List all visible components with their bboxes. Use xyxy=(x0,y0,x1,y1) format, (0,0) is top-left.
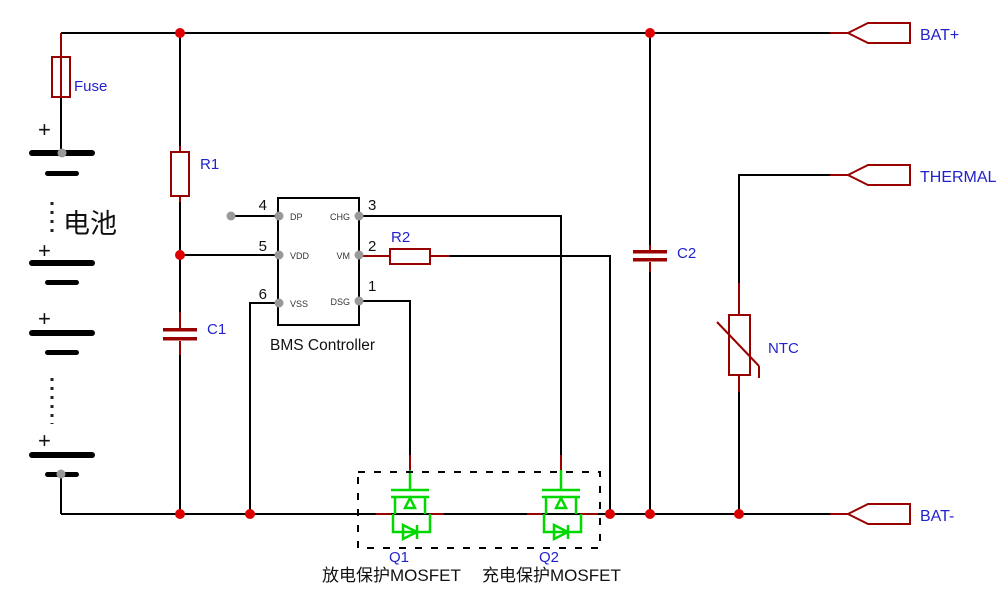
ic-body xyxy=(277,197,360,326)
c1-label: C1 xyxy=(207,321,226,338)
battery-cell3-short-plate xyxy=(45,350,79,355)
ic-name-label: BMS Controller xyxy=(270,337,375,354)
junction-dot xyxy=(645,509,655,519)
ntc-label: NTC xyxy=(768,340,799,357)
mosfet-q2 xyxy=(542,470,583,542)
fuse-symbol: Fuse xyxy=(51,56,107,98)
thermal-label: THERMAL xyxy=(920,169,997,186)
red-wire-segments xyxy=(60,32,848,515)
junction-dot xyxy=(245,509,255,519)
mosfet-q1 xyxy=(391,470,432,542)
fuse-body xyxy=(51,56,71,98)
pin-name-vm: VM xyxy=(337,251,351,261)
q1-body-diode-loop xyxy=(391,514,432,534)
junction-dot xyxy=(645,28,655,38)
r1-body xyxy=(170,151,190,197)
wire-vm-net xyxy=(450,255,611,514)
pin-name-chg: CHG xyxy=(330,212,350,222)
junction-dot xyxy=(175,250,185,260)
pin-number-2: 1 xyxy=(368,278,376,295)
junction-dot xyxy=(605,509,615,519)
battery-plus-sign: + xyxy=(38,306,51,331)
q1-body-arrow xyxy=(402,495,418,510)
ic-pin-chg-dot xyxy=(354,211,364,221)
battery-cell1-short-plate xyxy=(45,171,79,176)
wire-thermal-to-ntc xyxy=(738,174,830,283)
pin-name-vss: VSS xyxy=(290,299,308,309)
battery-cell2-long-plate xyxy=(29,260,95,266)
battery-plus-sign: + xyxy=(38,117,51,142)
battery-cell4-long-plate xyxy=(29,452,95,458)
r1-label: R1 xyxy=(200,156,219,173)
capacitor-c2: C2 xyxy=(633,245,696,262)
bat-minus-label: BAT- xyxy=(920,508,954,525)
bat-plus-connector xyxy=(845,22,911,44)
battery-cell3-long-plate xyxy=(29,330,95,336)
ic-pin-vss-dot xyxy=(274,298,284,308)
mosfet-dashed-box xyxy=(357,471,601,549)
ic-pin-dp-dot xyxy=(274,211,284,221)
junction-dot xyxy=(175,509,185,519)
bat-plus-label: BAT+ xyxy=(920,27,959,44)
caption-discharge-mosfet: 放电保护MOSFET xyxy=(322,566,461,585)
pin-number-3: 3 xyxy=(368,197,376,214)
r2-body xyxy=(389,248,431,265)
junction-dot xyxy=(734,509,744,519)
bat-minus-connector xyxy=(845,503,911,525)
battery-negative-terminal-dot xyxy=(56,469,66,479)
c2-label: C2 xyxy=(677,245,696,262)
resistor-r2: R2 xyxy=(389,229,431,265)
wire-dsg-to-q1-gate xyxy=(359,300,411,455)
pin-number-5: 5 xyxy=(259,238,267,255)
pin-name-dp: DP xyxy=(290,212,303,222)
q1-label: Q1 xyxy=(389,549,409,566)
battery-cell2-short-plate xyxy=(45,280,79,285)
junction-dots xyxy=(175,28,744,519)
ic-pin-vm-dot xyxy=(354,250,364,260)
wire-vss xyxy=(249,302,279,514)
bms-controller-ic: 4 5 6 3 2 1 DP VDD VSS CHG VM DSG BMS Co… xyxy=(226,197,376,354)
junction-dot xyxy=(175,28,185,38)
r2-label: R2 xyxy=(391,229,410,246)
q1-diode-triangle xyxy=(401,522,420,542)
q2-body-diode-loop xyxy=(542,514,583,534)
q2-label: Q2 xyxy=(539,549,559,566)
q2-diode-triangle xyxy=(552,522,571,542)
thermal-connector xyxy=(845,164,911,186)
battery-plus-sign: + xyxy=(38,238,51,263)
black-wires xyxy=(60,32,830,515)
ntc-diagonal-stroke xyxy=(716,321,760,367)
c2-plate-bottom xyxy=(633,258,667,262)
battery-stack: + + + + 电池 xyxy=(29,117,117,479)
battery-positive-terminal-dot xyxy=(57,148,67,158)
pin-number-1: 2 xyxy=(368,238,376,255)
battery-plus-sign: + xyxy=(38,428,51,453)
pin-name-vdd: VDD xyxy=(290,251,310,261)
battery-label: 电池 xyxy=(63,209,117,239)
connector-tags xyxy=(845,22,911,525)
resistor-r1: R1 xyxy=(170,151,219,197)
ic-pin-dsg-dot xyxy=(354,296,364,306)
c2-plate-top xyxy=(633,250,667,254)
c1-plate-bottom xyxy=(163,337,197,341)
capacitor-c1: C1 xyxy=(163,321,226,341)
c1-plate-top xyxy=(163,328,197,332)
ntc-body xyxy=(728,314,751,376)
q2-body-arrow xyxy=(553,495,569,510)
ntc-thermistor: NTC xyxy=(716,314,799,378)
caption-charge-mosfet: 充电保护MOSFET xyxy=(482,566,621,585)
pin-number-6: 6 xyxy=(259,286,267,303)
dp-open-terminal-dot xyxy=(226,211,236,221)
pin-name-dsg: DSG xyxy=(330,297,350,307)
ic-pin-vdd-dot xyxy=(274,250,284,260)
pin-number-4: 4 xyxy=(259,197,267,214)
fuse-label: Fuse xyxy=(74,78,107,95)
wire-chg-to-q2-gate xyxy=(359,215,562,455)
